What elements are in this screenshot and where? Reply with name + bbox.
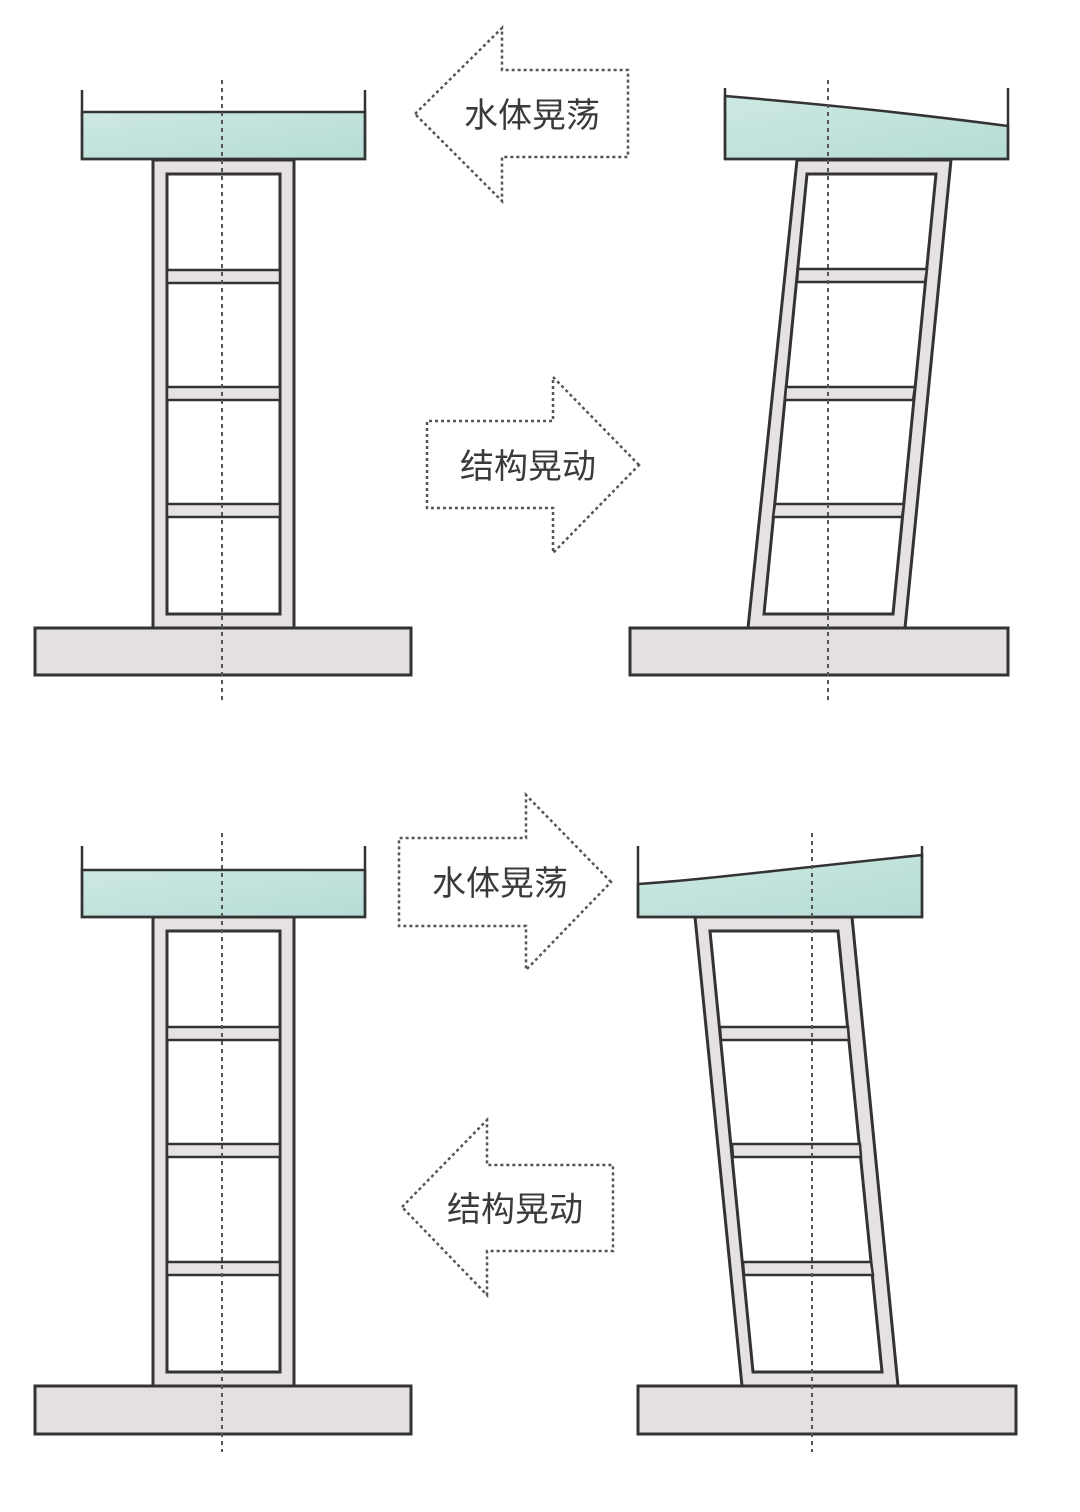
floor-beam	[165, 1260, 282, 1277]
water-tank	[80, 868, 367, 919]
arrow-left-structure: 结构晃动	[400, 1116, 615, 1299]
floor-beam	[741, 1260, 875, 1277]
foundation-slab	[636, 1384, 1018, 1436]
floor-beam	[730, 1142, 863, 1159]
tower-tilted-top	[628, 80, 1010, 702]
tank-walls	[723, 88, 1010, 161]
tank-walls	[80, 846, 367, 919]
tower-tilted-bottom	[636, 833, 1018, 1452]
floor-beam	[771, 502, 906, 519]
structure-motion-label: 结构晃动	[447, 1190, 583, 1230]
water-sloshing-label: 水体晃荡	[432, 864, 568, 904]
right-arrow-icon	[397, 791, 613, 974]
water-tank	[80, 110, 367, 161]
left-arrow-icon	[400, 1116, 615, 1299]
floor-beam	[165, 502, 282, 519]
tower-upright-bottom	[33, 833, 413, 1452]
foundation-slab	[628, 626, 1010, 677]
structure-motion-label: 结构晃动	[460, 447, 596, 487]
water-tank	[636, 853, 924, 919]
tank-walls	[80, 90, 367, 161]
floor-beam	[165, 1025, 282, 1042]
floor-beam	[795, 267, 929, 284]
floor-beam	[718, 1025, 851, 1042]
floor-beam	[165, 385, 282, 402]
arrow-left-water: 水体晃荡	[413, 25, 630, 205]
left-arrow-icon	[413, 25, 630, 205]
arrow-right-structure: 结构晃动	[425, 373, 641, 557]
arrow-right-water: 水体晃荡	[397, 791, 613, 974]
water-sloshing-label: 水体晃荡	[464, 96, 600, 136]
tank-walls	[636, 846, 924, 919]
water-tank	[723, 94, 1010, 161]
floor-beam	[783, 385, 917, 402]
floor-beam	[165, 268, 282, 285]
right-arrow-icon	[425, 373, 641, 557]
floor-beam	[165, 1142, 282, 1159]
tower-upright-top	[33, 80, 413, 702]
